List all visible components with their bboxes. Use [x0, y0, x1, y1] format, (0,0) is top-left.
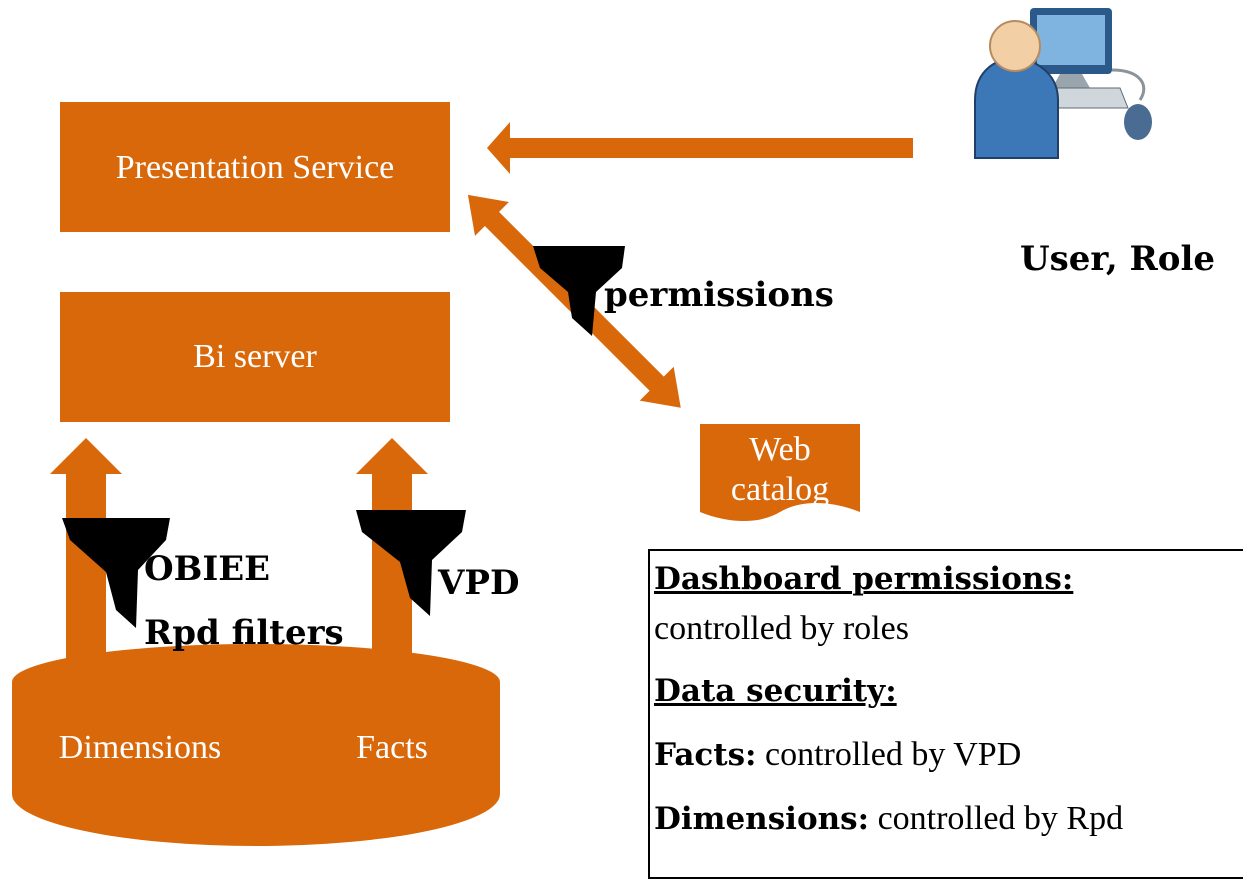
user-computer-icon — [974, 8, 1152, 159]
legend-facts-text: controlled by VPD — [756, 736, 1022, 773]
legend-box: Dashboard permissions: controlled by rol… — [648, 549, 1243, 879]
legend-roles-text: controlled by roles — [654, 610, 909, 647]
permissions-label: permissions — [604, 275, 834, 315]
legend-facts-key: Facts: — [654, 737, 757, 773]
presentation-service-box — [60, 102, 450, 232]
rpd-filters-label: Rpd filters — [144, 613, 344, 653]
user-role-label: User, Role — [1020, 239, 1215, 279]
web-catalog-label-line2: catalog — [731, 471, 829, 508]
legend-dimensions-key: Dimensions: — [654, 801, 870, 837]
facts-label: Facts — [356, 729, 428, 766]
web-catalog-document — [700, 424, 860, 521]
obiee-label: OBIEE — [144, 549, 270, 589]
vpd-filter-funnel-icon — [356, 510, 466, 616]
legend-heading-data-security: Data security: — [654, 673, 897, 709]
dimensions-up-arrow — [50, 438, 122, 694]
obiee-filter-funnel-icon — [62, 518, 170, 628]
legend-dimensions-line: Dimensions: controlled by Rpd — [654, 800, 1124, 838]
facts-up-arrow — [356, 438, 428, 694]
dimensions-label: Dimensions — [59, 729, 221, 766]
web-catalog-label-line1: Web — [749, 431, 810, 468]
user-to-presentation-arrow — [487, 122, 913, 174]
permissions-filter-funnel-icon — [533, 246, 625, 336]
legend-heading-dashboard-permissions: Dashboard permissions: — [654, 561, 1074, 597]
architecture-diagram: Presentation Service Bi server permissio… — [12, 8, 1215, 846]
legend-facts-line: Facts: controlled by VPD — [654, 736, 1022, 774]
bi-server-label: Bi server — [193, 338, 317, 375]
vpd-label: VPD — [437, 563, 519, 603]
presentation-service-label: Presentation Service — [116, 149, 395, 186]
bi-server-box — [60, 292, 450, 422]
legend-dimensions-text: controlled by Rpd — [869, 800, 1124, 837]
